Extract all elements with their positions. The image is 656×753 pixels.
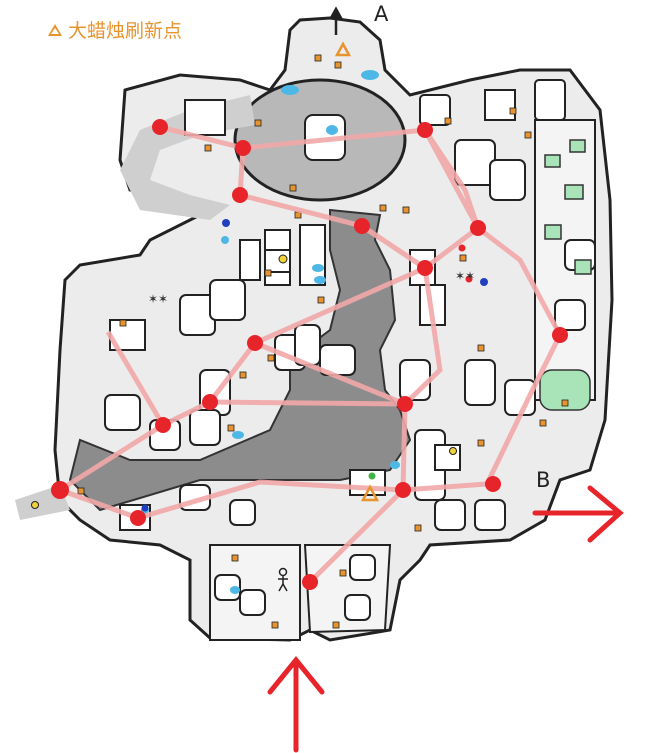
candle-spawn-triangle [360,484,380,502]
waypoint-dot [51,481,69,499]
route-lines [54,124,563,585]
waypoint-dot [247,335,263,351]
north-arrow [328,6,344,35]
waypoint-dot [235,140,251,156]
waypoint-dot [552,327,568,343]
npc-figure [278,567,288,592]
waypoint-dot [417,260,433,276]
waypoint-dot [470,220,486,236]
waypoint-dot [130,510,146,526]
waypoint-dot [152,119,168,135]
waypoint-dot [232,187,248,203]
misc-markers: ✶✶ ✶✶ [31,219,488,512]
waypoint-dot [397,396,413,412]
grass-patches [539,139,592,411]
waypoint-dot [485,476,501,492]
waypoint-dot [155,417,171,433]
svg-text:✶✶: ✶✶ [455,269,475,283]
label-a: A [374,2,389,26]
waypoint-dot [395,482,411,498]
exit-arrow [532,485,624,543]
entry-arrow [267,656,325,753]
waypoint-dot [417,122,433,138]
waypoint-dot [354,218,370,234]
waypoints [51,119,568,590]
label-b: B [536,468,551,492]
svg-text:✶✶: ✶✶ [148,292,168,306]
waypoint-dot [302,574,318,590]
candle-spawn-triangle-icon [48,23,62,36]
candle-spawn-triangles [334,41,380,502]
waypoint-dot [202,394,218,410]
legend-text: 大蜡烛刷新点 [68,20,183,42]
candle-spawn-triangle [334,41,352,57]
crate-icons [77,54,569,629]
legend: 大蜡烛刷新点 [48,16,182,43]
